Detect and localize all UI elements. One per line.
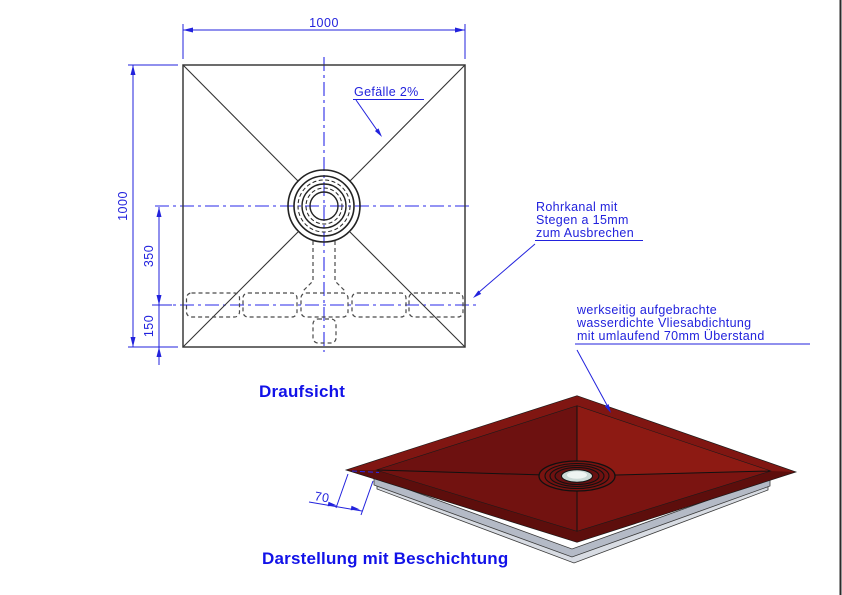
dimension-overhang bbox=[308, 473, 374, 516]
leader-line bbox=[477, 243, 536, 294]
pipe-channel-annotation: Rohrkanal mit Stegen a 15mm zum Ausbrech… bbox=[473, 200, 643, 298]
coating-overhang-top bbox=[347, 396, 795, 472]
coating-label-line3: mit umlaufend 70mm Überstand bbox=[577, 329, 765, 343]
coating-label-line2: wasserdichte Vliesabdichtung bbox=[576, 316, 751, 330]
arrowhead bbox=[327, 501, 337, 507]
diagonal-line bbox=[349, 231, 466, 348]
extension-line bbox=[360, 480, 374, 516]
arrowhead bbox=[455, 27, 465, 33]
slope-quadrant-right bbox=[577, 406, 770, 476]
dimension-width bbox=[182, 24, 466, 59]
diagonal-line bbox=[182, 231, 299, 348]
pipe-channel-segment bbox=[351, 292, 407, 318]
drain-circle-hidden bbox=[297, 179, 351, 233]
board-side-face bbox=[373, 476, 771, 558]
coating-annotation: werkseitig aufgebrachte wasserdichte Vli… bbox=[575, 303, 810, 413]
drain-circle bbox=[309, 191, 339, 221]
slope-quadrant-back bbox=[377, 470, 577, 531]
diagonal-line bbox=[349, 64, 466, 182]
extension-line bbox=[335, 473, 349, 509]
iso-view-drawing: 70 werkseitig aufgebrachte wasserdichte … bbox=[262, 303, 810, 568]
leader-line bbox=[355, 99, 380, 134]
iso-drain bbox=[538, 460, 616, 492]
drain-cap-highlight bbox=[567, 471, 587, 479]
slope-quadrant-left bbox=[377, 406, 577, 476]
top-view-drawing: 1000 1000 350 150 Gefälle bbox=[116, 16, 643, 401]
arrowhead bbox=[156, 295, 162, 305]
diagonal-line bbox=[182, 64, 299, 182]
channel-neck-line bbox=[334, 241, 347, 293]
slope-annotation: Gefälle 2% bbox=[353, 85, 424, 137]
pipe-channel-label-line2: Stegen a 15mm bbox=[536, 213, 629, 227]
slope-quadrant-front bbox=[577, 471, 770, 531]
pipe-channel-label-line3: zum Ausbrechen bbox=[536, 226, 634, 240]
pipe-channel-segment bbox=[185, 292, 241, 318]
corner-centerline bbox=[351, 470, 380, 473]
tray-outline bbox=[182, 64, 466, 348]
arrowhead bbox=[130, 337, 136, 347]
arrowhead bbox=[374, 128, 382, 137]
dimension-350 bbox=[152, 207, 172, 306]
leader-line bbox=[576, 349, 609, 408]
pipe-channel-label-line1: Rohrkanal mit bbox=[536, 200, 618, 214]
pipe-channel-segment bbox=[300, 292, 349, 318]
arrowhead bbox=[130, 65, 136, 75]
arrowhead bbox=[350, 505, 360, 511]
channel-neck-line bbox=[301, 241, 314, 293]
top-view-title: Draufsicht bbox=[259, 382, 345, 401]
pipe-channel-segment bbox=[408, 292, 464, 318]
slope-label: Gefälle 2% bbox=[354, 85, 419, 99]
slope-diagonals bbox=[182, 64, 466, 348]
arrowhead bbox=[156, 207, 162, 217]
arrowhead bbox=[183, 27, 193, 33]
dimension-height bbox=[128, 64, 178, 348]
sheet-border-right bbox=[839, 0, 842, 595]
drain-circle bbox=[287, 169, 361, 243]
drain-circle bbox=[293, 175, 355, 237]
dim-350-text: 350 bbox=[142, 245, 156, 267]
dim-width-text: 1000 bbox=[309, 16, 339, 30]
drain-circle-hidden bbox=[305, 187, 343, 225]
dimension-150 bbox=[156, 305, 162, 365]
dim-height-text: 1000 bbox=[116, 191, 130, 221]
drain-circles bbox=[287, 169, 361, 243]
arrowhead bbox=[156, 347, 162, 357]
dim-150-text: 150 bbox=[142, 315, 156, 337]
arrowhead bbox=[473, 290, 482, 298]
coating-label-line1: werkseitig aufgebrachte bbox=[576, 303, 717, 317]
iso-view-title: Darstellung mit Beschichtung bbox=[262, 549, 508, 568]
dim-overhang-text: 70 bbox=[313, 489, 330, 505]
pipe-channel-segment bbox=[242, 292, 298, 318]
arrowhead bbox=[604, 404, 611, 413]
pipe-channel bbox=[185, 241, 464, 344]
drain-circle bbox=[301, 183, 347, 229]
